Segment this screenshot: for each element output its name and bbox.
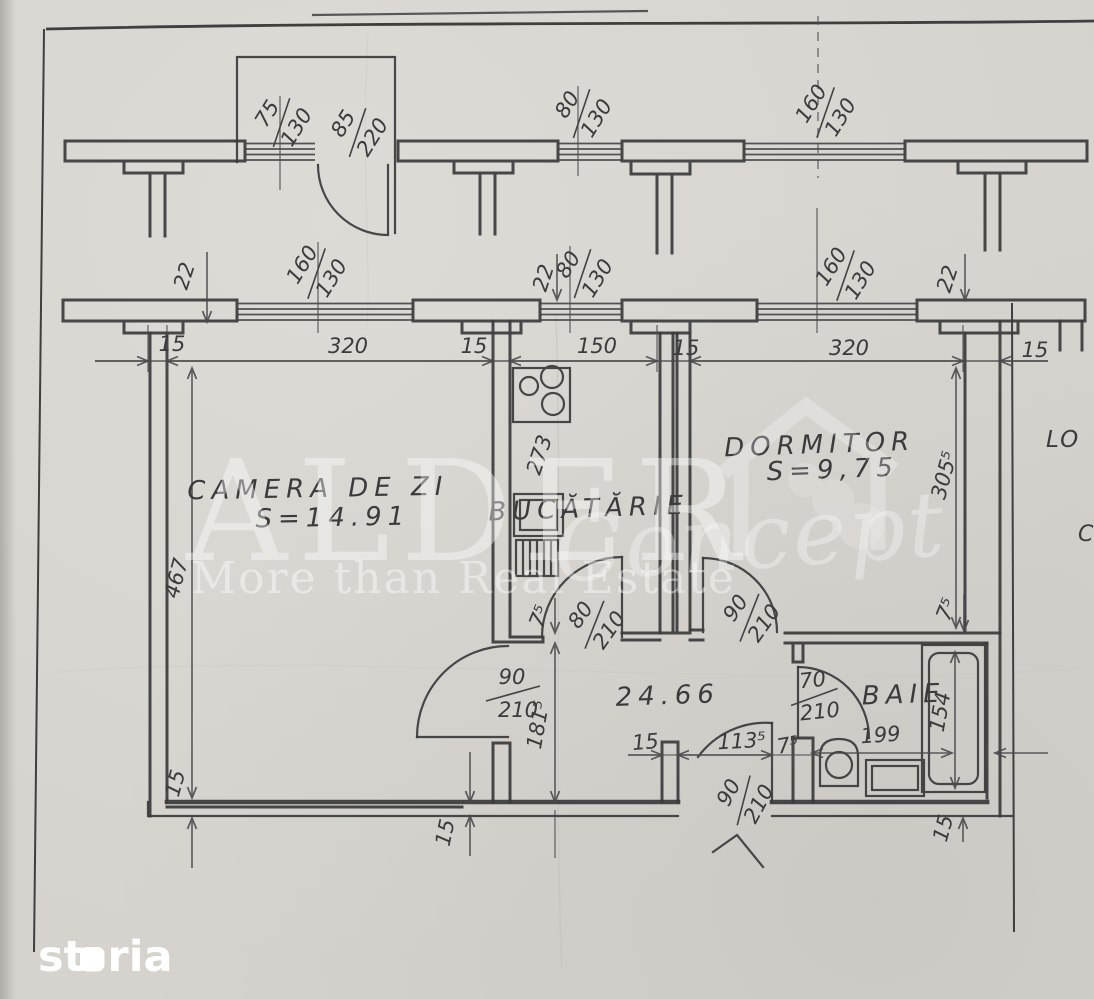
svg-text:210: 210	[799, 697, 841, 725]
watermark-house-fill	[788, 463, 884, 549]
svg-text:15: 15	[631, 729, 660, 755]
svg-text:210: 210	[498, 698, 538, 722]
bath-sink-symbol	[864, 758, 926, 798]
living-west-wall	[148, 331, 169, 818]
hall-bath-wall	[783, 631, 1002, 664]
living-room-name: CAMERA DE ZI	[187, 472, 449, 507]
edge-label-c: C	[1078, 522, 1094, 547]
svg-text:7⁵: 7⁵	[775, 731, 801, 758]
living-door-jamb	[491, 741, 512, 804]
svg-text:15: 15	[1022, 338, 1049, 362]
kitchen-sink-symbol	[512, 492, 565, 538]
kitchen-window-80	[540, 302, 622, 321]
storia-logo: st ria	[38, 932, 172, 982]
window-center-ticks	[279, 86, 818, 333]
svg-text:320: 320	[829, 336, 869, 360]
storia-logo-text-right: ria	[108, 932, 173, 982]
border-right-line	[1011, 302, 1015, 933]
watermark-house-icon	[718, 396, 899, 556]
bedroom-window-160	[757, 302, 917, 321]
storia-logo-text-left: st	[38, 932, 84, 982]
loggia-window-80	[558, 142, 622, 161]
walls	[61, 55, 1089, 818]
living-door-swing-arc	[415, 644, 510, 739]
loggia-window-160	[744, 142, 905, 161]
svg-text:15: 15	[431, 817, 460, 848]
bedroom-south-stub	[688, 628, 705, 642]
svg-text:15: 15	[461, 334, 488, 358]
kitchen-bedroom-partition	[658, 331, 692, 635]
living-window-160	[237, 302, 413, 321]
windows	[237, 142, 917, 321]
loggia-enclosure	[235, 55, 397, 235]
loggia-door-swing-arc	[316, 163, 390, 237]
storia-logo-square-o	[80, 947, 105, 972]
bedroom-name: DORMITOR	[724, 427, 916, 464]
bathroom-name: BAIE	[861, 679, 946, 712]
svg-text:113⁵: 113⁵	[717, 728, 767, 755]
watermark-brand: ALDER	[185, 431, 750, 594]
svg-text:90: 90	[499, 665, 526, 689]
bedroom-east-wall	[963, 319, 1002, 818]
room-labels: CAMERA DE ZI S=14.91 BUCĂTĂRIE DORMITOR …	[187, 427, 1094, 713]
paper-crease	[364, 33, 369, 331]
border-top-line	[45, 19, 1094, 31]
svg-text:150: 150	[577, 334, 617, 358]
svg-text:15: 15	[159, 332, 186, 356]
svg-text:15: 15	[673, 336, 700, 360]
watermark-tagline: More than Real Estate	[191, 553, 736, 604]
sheet-border	[33, 9, 1094, 953]
bedroom-door-swing-arc	[701, 556, 779, 634]
hallway-area: 24.66	[615, 679, 720, 713]
svg-text:199: 199	[860, 722, 902, 749]
bedroom-area: S=9,75	[766, 453, 899, 488]
dim-chain-ticks	[147, 325, 1001, 372]
kitchen-radiator-symbol	[514, 538, 560, 578]
svg-text:70: 70	[798, 667, 827, 694]
south-wall-outer	[146, 800, 1015, 818]
entry-chevron-mark	[711, 833, 765, 869]
border-top-extra-line	[311, 9, 649, 17]
living-room-area: S=14.91	[255, 502, 410, 535]
watermarks: ALDER Concept More than Real Estate	[185, 396, 949, 604]
kitchen-door-swing-arc	[540, 555, 624, 639]
edge-label-loggia: LO	[1046, 427, 1080, 453]
border-left-line	[33, 28, 45, 953]
kitchen-south-stub	[620, 631, 662, 642]
bath-door-swing-arc	[796, 665, 871, 740]
kitchen-west-wall	[491, 319, 545, 644]
svg-text:320: 320	[328, 334, 368, 358]
loggia-front-wall	[63, 139, 1089, 352]
dimension-lines	[95, 16, 1048, 868]
